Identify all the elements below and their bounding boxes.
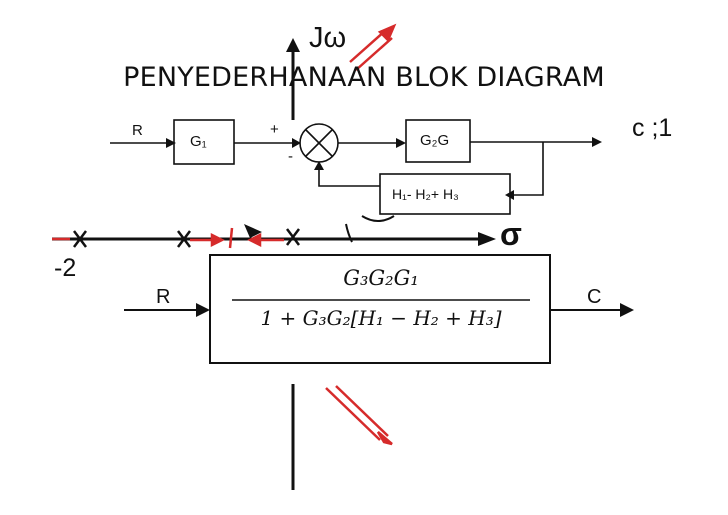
summing-plus-sign: + xyxy=(270,121,279,138)
transfer-function-block xyxy=(209,254,551,364)
g1-label: G₁ xyxy=(190,133,207,150)
feedback-label: H₁- H₂+ H₃ xyxy=(392,186,459,202)
feedback-path-left xyxy=(318,168,380,187)
simplified-input-label: R xyxy=(156,286,171,308)
g1-block xyxy=(173,119,235,165)
arc-fragment xyxy=(345,223,353,243)
g2g-label: G₂G xyxy=(420,132,450,149)
imaginary-axis-label: Jω xyxy=(309,22,347,54)
arc-fragment xyxy=(361,215,395,222)
real-axis-arrowhead xyxy=(478,232,496,246)
locus-arrows-red xyxy=(52,23,397,446)
pole-marker xyxy=(177,230,191,248)
summing-minus-sign: - xyxy=(288,148,293,165)
imaginary-axis-arrowhead xyxy=(286,38,300,52)
feedback-path-right xyxy=(512,142,544,196)
simplified-output-arrowhead xyxy=(620,303,634,317)
simplified-output-label: C xyxy=(587,286,602,308)
transfer-function-numerator: G₃G₂G₁ xyxy=(343,266,419,290)
pole-marker xyxy=(286,228,300,246)
simplified-input-arrowhead xyxy=(196,303,210,317)
g2g-block xyxy=(405,119,471,163)
transfer-function-denominator: 1 + G₃G₂[H₁ − H₂ + H₃] xyxy=(260,306,502,330)
pole-marker xyxy=(73,230,87,248)
original-input-label: R xyxy=(132,122,143,139)
corner-text: c ;1 xyxy=(632,114,673,142)
real-axis-label: σ xyxy=(500,216,522,252)
slide-title: PENYEDERHANAAN BLOK DIAGRAM xyxy=(123,62,605,93)
tick-label: -2 xyxy=(54,254,77,282)
angle-mark xyxy=(244,224,262,238)
